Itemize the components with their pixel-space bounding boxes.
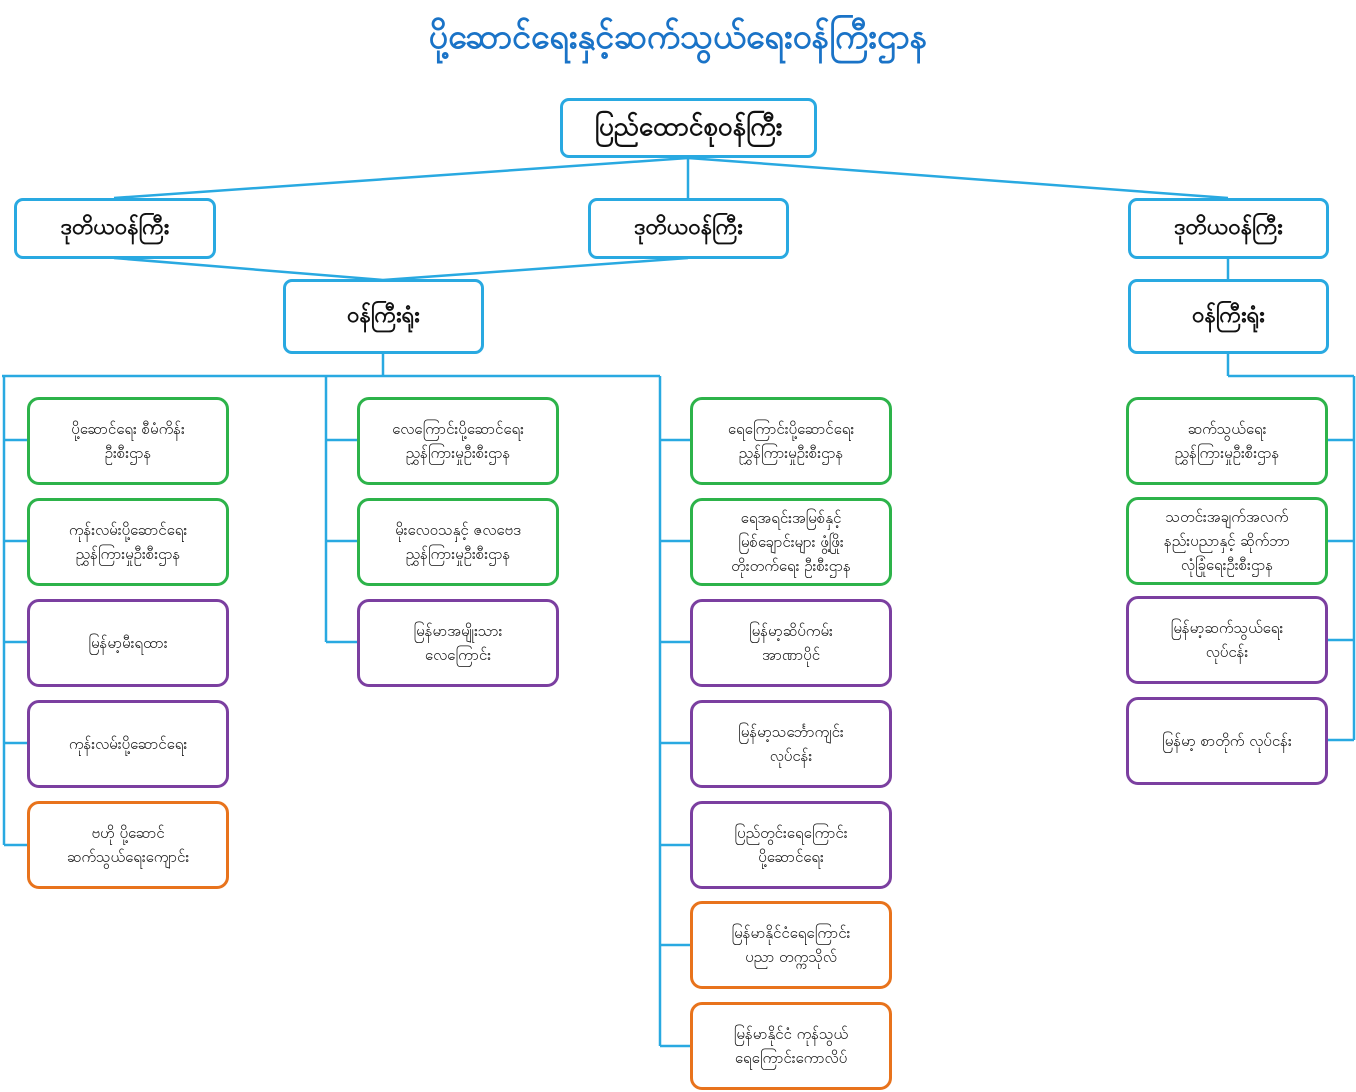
department-box: မိုးလေဝသနှင့် ဇလဗေဒ ညွှန်ကြားမှုဦးစီးဌာန [357,498,559,586]
department-box: ရေအရင်းအမြစ်နှင့် မြစ်ချောင်းများ ဖွံ့ဖြ… [690,498,892,586]
enterprise-box: ပြည်တွင်းရေကြောင်း ပို့ဆောင်ရေး [690,801,892,889]
enterprise-box: မြန်မာ့ စာတိုက် လုပ်ငန်း [1126,697,1328,785]
department-box: ပို့ဆောင်ရေး စီမံကိန်း ဦးစီးဌာန [27,397,229,485]
enterprise-box: မြန်မာ့ဆက်သွယ်ရေး လုပ်ငန်း [1126,596,1328,684]
enterprise-box: မြန်မာအမျိုးသား လေကြောင်း [357,599,559,687]
institute-box: မြန်မာနိုင်ငံ ကုန်သွယ် ရေကြောင်းကောလိပ် [690,1002,892,1090]
diagram-title: ပို့ဆောင်ရေးနှင့်ဆက်သွယ်ရေးဝန်ကြီးဌာန [428,17,928,57]
deputy-minister-box: ဒုတိယဝန်ကြီး [14,198,216,259]
department-box: ဆက်သွယ်ရေး ညွှန်ကြားမှုဦးစီးဌာန [1126,397,1328,485]
department-box: ကုန်းလမ်းပို့ဆောင်ရေး ညွှန်ကြားမှုဦးစီးဌ… [27,498,229,586]
deputy-minister-box: ဒုတိယဝန်ကြီး [588,198,789,259]
department-box: သတင်းအချက်အလက် နည်းပညာနှင့် ဆိုက်ဘာ လုံခ… [1126,497,1328,585]
ministers-office-box: ဝန်ကြီးရုံး [283,279,484,354]
department-box: လေကြောင်းပို့ဆောင်ရေး ညွှန်ကြားမှုဦးစီးဌ… [357,397,559,485]
enterprise-box: ကုန်းလမ်းပို့ဆောင်ရေး [27,700,229,788]
union-minister-box: ပြည်ထောင်စုဝန်ကြီး [560,98,817,158]
deputy-minister-box: ဒုတိယဝန်ကြီး [1128,198,1329,259]
enterprise-box: မြန်မာ့မီးရထား [27,599,229,687]
institute-box: မြန်မာနိုင်ငံရေကြောင်း ပညာ တက္ကသိုလ် [690,901,892,989]
ministers-office-box: ဝန်ကြီးရုံး [1128,279,1329,354]
department-box: ရေကြောင်းပို့ဆောင်ရေး ညွှန်ကြားမှုဦးစီးဌ… [690,397,892,485]
enterprise-box: မြန်မာ့သင်္ဘောကျင်း လုပ်ငန်း [690,700,892,788]
enterprise-box: မြန်မာ့ဆိပ်ကမ်း အာဏာပိုင် [690,599,892,687]
institute-box: ဗဟို ပို့ဆောင် ဆက်သွယ်ရေးကျောင်း [27,801,229,889]
